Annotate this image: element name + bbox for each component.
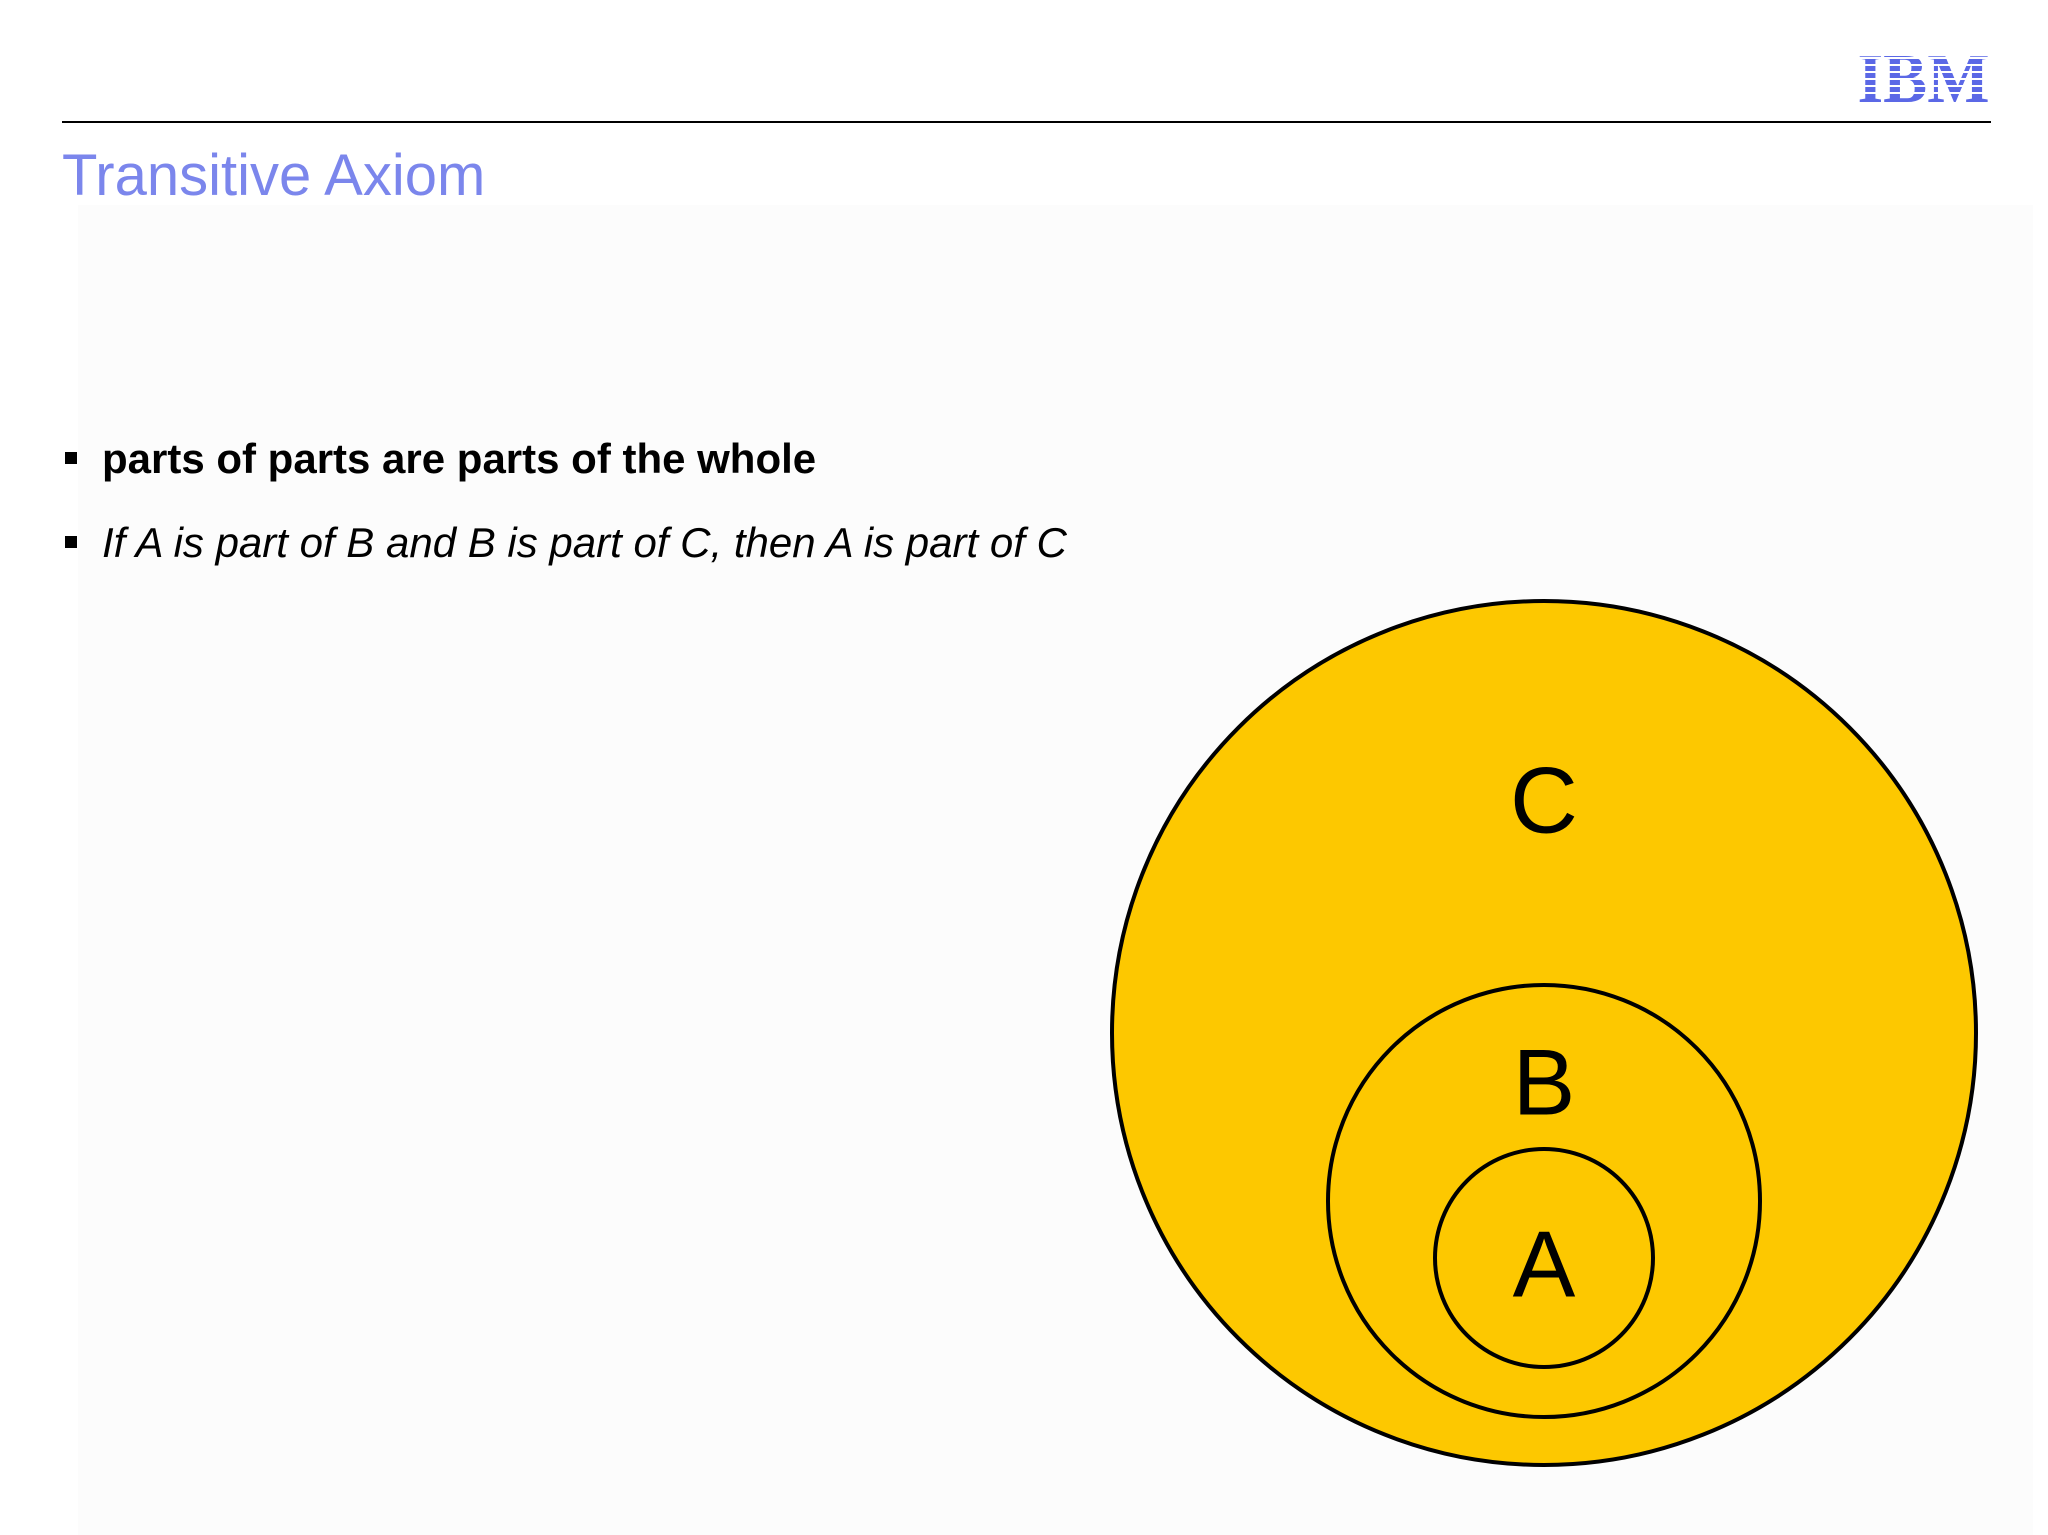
- circle-a: [1433, 1147, 1655, 1369]
- bullet-text: If A is part of B and B is part of C, th…: [102, 519, 1067, 566]
- bullet-item: If A is part of B and B is part of C, th…: [62, 514, 1067, 572]
- bullet-item: parts of parts are parts of the whole: [62, 430, 1067, 488]
- slide-title: Transitive Axiom: [62, 143, 486, 208]
- square-bullet-icon: [65, 536, 77, 548]
- label-b: B: [1513, 1030, 1576, 1135]
- bullet-text: parts of parts are parts of the whole: [102, 435, 817, 482]
- header-rule: [62, 121, 1991, 123]
- label-a: A: [1513, 1212, 1576, 1317]
- square-bullet-icon: [65, 452, 77, 464]
- label-c: C: [1510, 748, 1578, 853]
- bullet-list: parts of parts are parts of the whole If…: [62, 430, 1067, 598]
- logo-stripes: [1856, 57, 1991, 94]
- ibm-logo: IBM: [1856, 50, 1991, 106]
- nested-circles-diagram: C B A: [1110, 599, 1978, 1467]
